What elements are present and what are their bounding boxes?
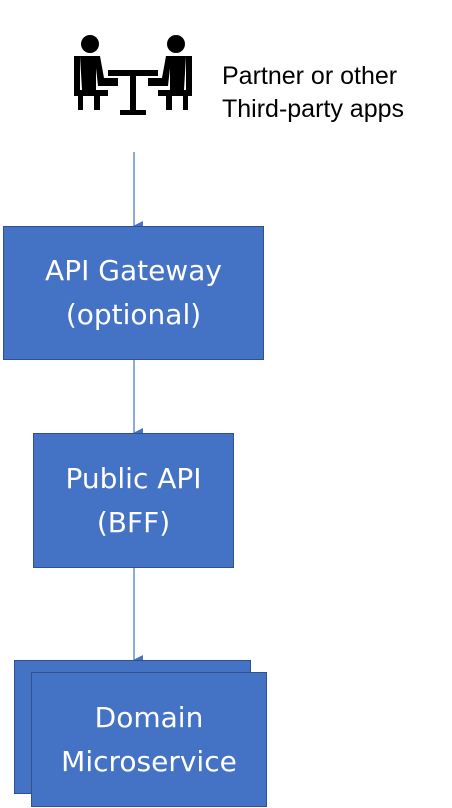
domain-label-line2: Microservice	[61, 744, 237, 778]
domain-label-line1: Domain	[94, 700, 204, 734]
public-api-label-line2: (BFF)	[96, 505, 171, 539]
api-gateway-label-line1: API Gateway	[45, 254, 222, 287]
client-label: Partner or other Third-party apps	[222, 60, 447, 126]
meeting-people-icon	[70, 34, 196, 118]
api-gateway-label-line2: (optional)	[65, 298, 202, 331]
client-label-line2: Third-party apps	[222, 95, 405, 123]
public-api-label-line1: Public API	[65, 461, 202, 495]
public-api-box: Public API (BFF)	[33, 433, 234, 568]
client-label-line1: Partner or other	[222, 62, 398, 90]
domain-microservice-box: Domain Microservice	[31, 672, 267, 807]
api-gateway-box: API Gateway (optional)	[3, 226, 264, 360]
